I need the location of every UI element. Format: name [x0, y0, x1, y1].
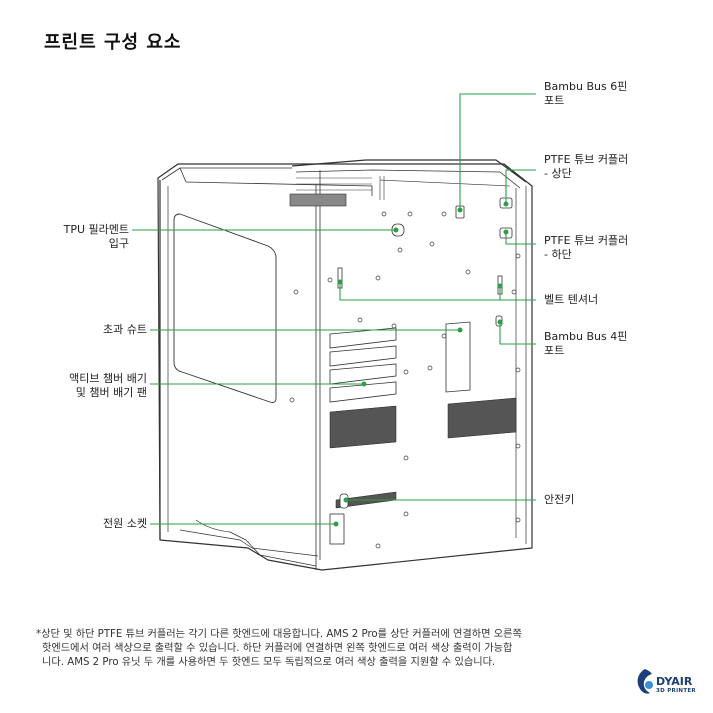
- label-power-socket: 전원 소켓: [103, 517, 147, 530]
- chute-slot: [445, 321, 471, 393]
- label-ptfe-coupler-bottom: PTFE 튜브 커플러- 하단: [544, 234, 629, 261]
- rear-screws: [289, 211, 521, 549]
- logo-brand: DYAIR: [656, 675, 693, 688]
- label-safety-key: 안전키: [544, 493, 575, 506]
- top-opening-bars: [289, 176, 511, 207]
- vent-grilles: [329, 397, 517, 509]
- footnote-line: 니다. AMS 2 Pro 유닛 두 개를 사용하면 두 핫엔드 모두 독립적으…: [42, 657, 496, 668]
- brand-logo: DYAIR 3D PRINTER: [634, 665, 704, 703]
- power-socket-box: [329, 513, 345, 545]
- logo-subtitle: 3D PRINTER: [656, 688, 696, 694]
- label-excess-chute: 초과 슈트: [103, 323, 147, 336]
- logo-mark-icon: [637, 669, 653, 694]
- callout-lines: [132, 93, 536, 525]
- footnote-line: 핫엔드에서 여러 색상으로 출력할 수 있습니다. 하단 커플러에 연결하면 왼…: [42, 643, 513, 654]
- label-belt-tensioner: 벨트 텐셔너: [544, 293, 599, 306]
- page-title: 프린트 구성 요소: [44, 32, 182, 53]
- label-ptfe-coupler-top: PTFE 튜브 커플러- 상단: [544, 153, 629, 180]
- printer-body: [157, 159, 533, 571]
- footnote: *상단 및 하단 PTFE 튜브 커플러는 각기 다른 핫엔드에 대응합니다. …: [36, 628, 676, 670]
- footnote-line: *상단 및 하단 PTFE 튜브 커플러는 각기 다른 핫엔드에 대응합니다. …: [36, 629, 522, 640]
- callout-dots: [333, 201, 509, 527]
